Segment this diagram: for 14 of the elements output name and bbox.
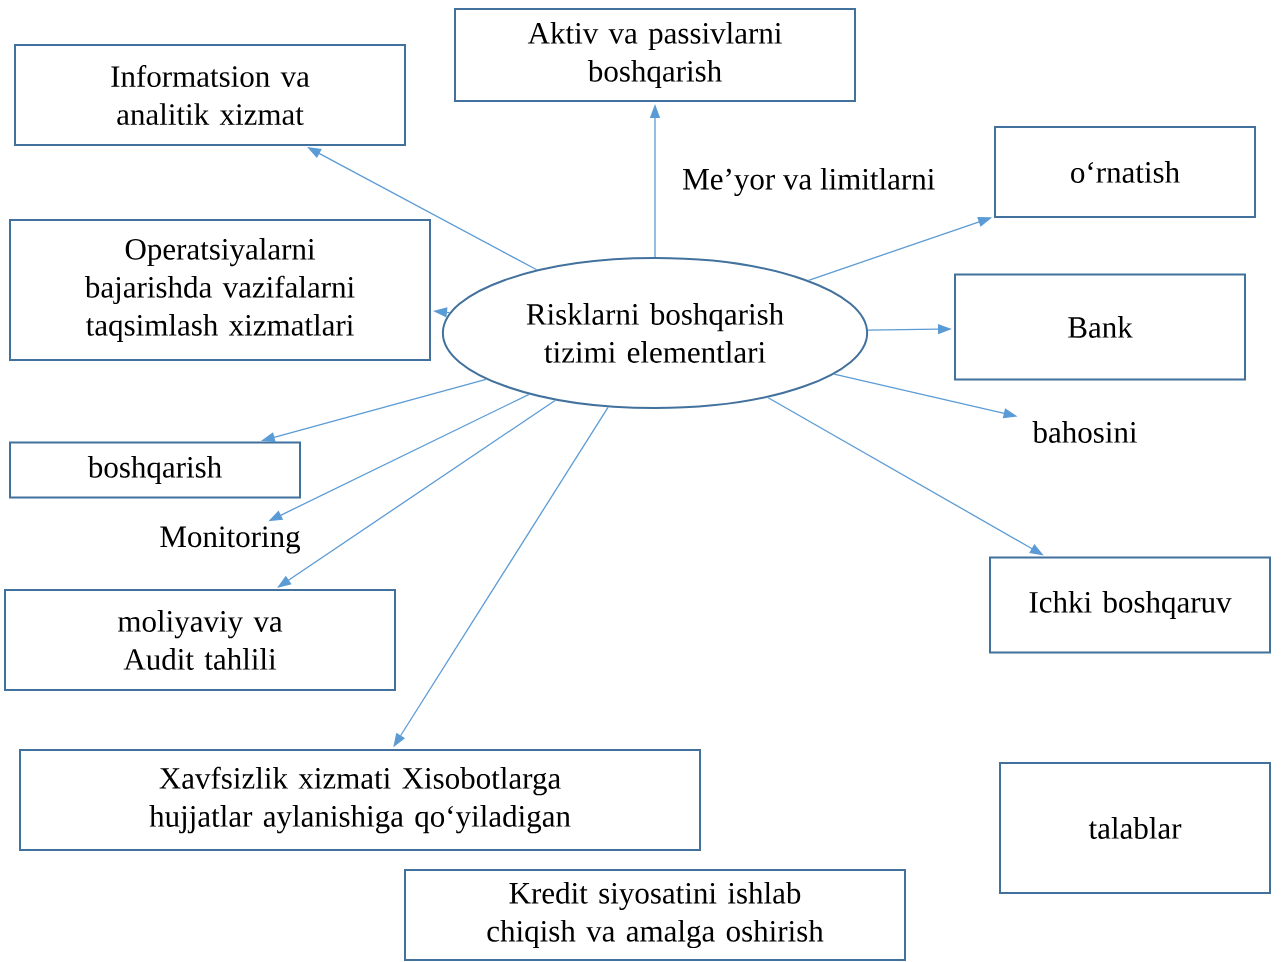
node-text: Monitoring <box>160 526 301 554</box>
process-box: Ichki boshqaruv <box>989 556 1271 654</box>
process-box: talablar <box>999 762 1271 894</box>
process-box: boshqarish <box>9 441 301 499</box>
process-box: Informatsion va analitik xizmat <box>14 44 406 146</box>
process-box: Operatsiyalarni bajarishda vazifalarni taqsimlash xizmatlari <box>9 219 431 361</box>
annotation-text: Me’yor va limitlarni <box>683 167 935 197</box>
process-box: Bank <box>954 273 1246 381</box>
process-box: Aktiv va passivlarni boshqarish <box>454 8 856 102</box>
process-box: moliyaviy va Audit tahlili <box>4 589 396 691</box>
node-text: bahosini <box>1032 421 1137 443</box>
process-box: o‘rnatish <box>994 126 1256 218</box>
process-box: Kredit siyosatini ishlab chiqish va amalga oshirish <box>404 869 906 961</box>
process-box: Xavfsizlik xizmati Xisobotlarga hujjatlar aylanishiga qo‘yiladigan <box>19 749 701 851</box>
